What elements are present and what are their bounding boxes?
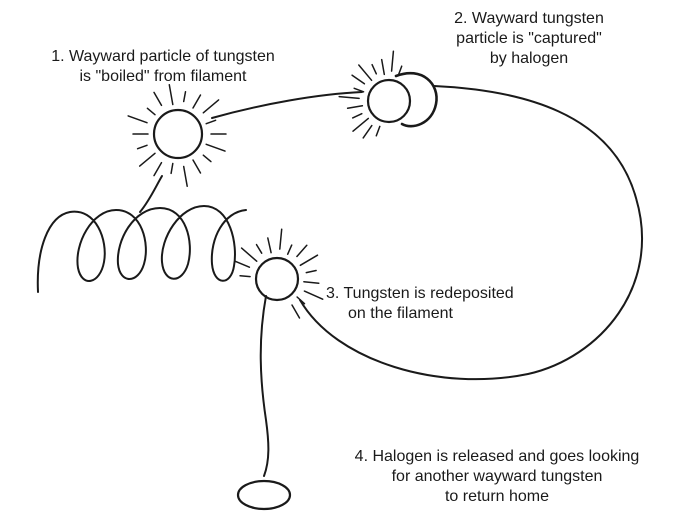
glow-ray [363, 126, 372, 138]
captured-tungsten-particle [368, 80, 410, 122]
glow-ray [193, 160, 201, 173]
glow-ray [339, 97, 359, 99]
step-2-line-3: by halogen [394, 49, 664, 69]
glow-ray [297, 245, 307, 256]
glow-ray [353, 118, 368, 131]
step-4-label: 4. Halogen is released and goes looking … [312, 447, 682, 507]
step-4-line-1: 4. Halogen is released and goes looking [312, 447, 682, 467]
glow-ray [268, 238, 271, 253]
path-return-loop [300, 86, 642, 379]
glow-ray [376, 126, 380, 135]
glow-ray [257, 245, 262, 254]
step-1-line-1: 1. Wayward particle of tungsten [4, 47, 322, 67]
tungsten-filament-coil [38, 206, 246, 292]
step-2-line-2: particle is "captured" [394, 29, 664, 49]
glow-ray [288, 245, 292, 254]
step-3-line-1: 3. Tungsten is redeposited [326, 284, 606, 304]
glow-ray [206, 144, 225, 151]
glow-ray [292, 305, 300, 318]
step-2-label: 2. Wayward tungsten particle is "capture… [394, 9, 664, 69]
boiled-tungsten-particle [154, 110, 202, 158]
glow-ray [193, 95, 201, 108]
glow-ray [184, 167, 188, 187]
glow-ray [353, 114, 362, 118]
glow-ray [171, 164, 173, 174]
glow-ray [203, 155, 211, 161]
step-1-label: 1. Wayward particle of tungsten is "boil… [4, 47, 322, 87]
glow-ray [154, 92, 162, 105]
glow-ray [240, 276, 250, 277]
glow-ray [206, 120, 215, 123]
glow-ray [169, 85, 173, 105]
glow-rays-particle-2 [339, 51, 402, 138]
glow-ray [372, 65, 376, 74]
glow-ray [300, 255, 317, 265]
glow-ray [304, 282, 319, 284]
glow-ray [280, 229, 282, 249]
redeposited-tungsten-particle [256, 258, 298, 300]
glow-ray [154, 163, 162, 176]
glow-rays-particle-1 [128, 85, 226, 186]
step-4-line-3: to return home [312, 487, 682, 507]
glow-ray [348, 106, 363, 109]
glow-ray [242, 248, 257, 261]
glow-ray [138, 145, 147, 148]
path-filament-to-particle [140, 176, 162, 212]
glow-ray [306, 271, 316, 273]
step-3-label: 3. Tungsten is redeposited on the filame… [326, 284, 606, 324]
step-4-line-2: for another wayward tungsten [312, 467, 682, 487]
glow-ray [184, 92, 186, 102]
step-1-line-2: is "boiled" from filament [4, 67, 322, 87]
step-3-line-2: on the filament [326, 304, 606, 324]
glow-ray [140, 153, 155, 166]
glow-ray [352, 75, 364, 84]
path-to-released-halogen [261, 296, 269, 476]
glow-ray [128, 116, 147, 123]
glow-ray [236, 261, 250, 267]
step-2-line-1: 2. Wayward tungsten [394, 9, 664, 29]
glow-ray [359, 65, 372, 80]
glow-ray [203, 100, 218, 113]
glow-rays-particle-3 [236, 229, 323, 318]
glow-ray [304, 291, 322, 299]
glow-ray [382, 60, 385, 75]
released-halogen [238, 481, 290, 509]
glow-ray [147, 108, 155, 114]
